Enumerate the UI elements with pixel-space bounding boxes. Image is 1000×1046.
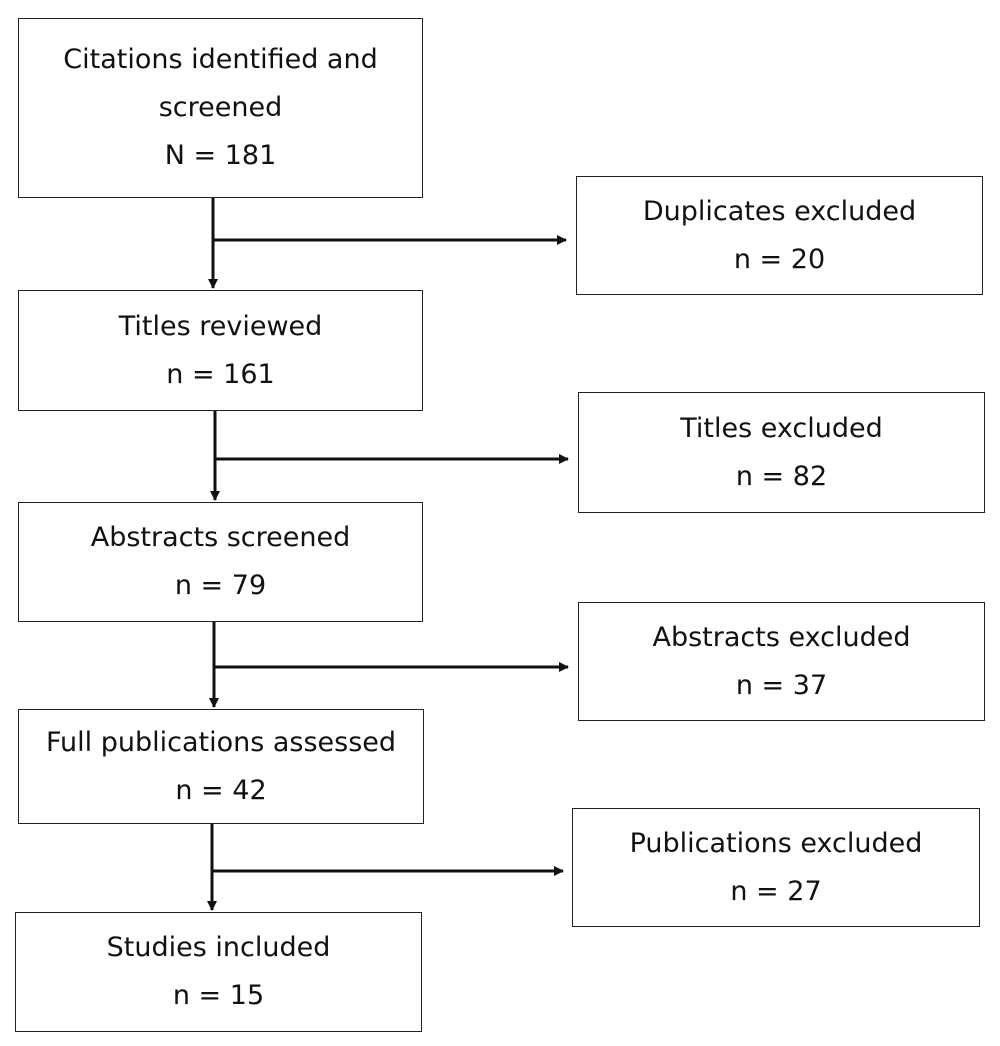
full-publications-count: n = 42 [175,774,267,806]
citations-identified-box: Citations identified and screened N = 18… [18,18,423,198]
full-publications-label: Full publications assessed [45,726,397,758]
abstracts-screened-count: n = 79 [174,570,267,601]
titles-excluded-count: n = 82 [735,460,828,492]
citations-identified-label: Citations identified and screened [63,44,378,123]
studies-included-count: n = 15 [172,980,265,1011]
publications-excluded-label: Publications excluded [629,827,923,859]
studies-included-box: Studies included n = 15 [15,912,422,1032]
titles-reviewed-label: Titles reviewed [118,310,323,342]
duplicates-excluded-count: n = 20 [733,243,826,275]
duplicates-excluded-label: Duplicates excluded [642,195,917,227]
studies-included-label: Studies included [106,932,331,963]
titles-reviewed-box: Titles reviewed n = 161 [18,290,423,411]
publications-excluded-count: n = 27 [730,875,822,907]
abstracts-excluded-label: Abstracts excluded [652,621,911,653]
titles-excluded-label: Titles excluded [680,412,883,444]
abstracts-excluded-count: n = 37 [735,669,828,701]
publications-excluded-box: Publications excluded n = 27 [572,808,980,927]
full-publications-box: Full publications assessed n = 42 [18,709,424,824]
abstracts-screened-label: Abstracts screened [90,522,351,553]
titles-reviewed-count: n = 161 [166,358,275,390]
abstracts-screened-box: Abstracts screened n = 79 [18,502,423,622]
abstracts-excluded-box: Abstracts excluded n = 37 [578,602,985,721]
duplicates-excluded-box: Duplicates excluded n = 20 [576,176,983,295]
titles-excluded-box: Titles excluded n = 82 [578,392,985,513]
citations-identified-count: N = 181 [164,140,277,171]
